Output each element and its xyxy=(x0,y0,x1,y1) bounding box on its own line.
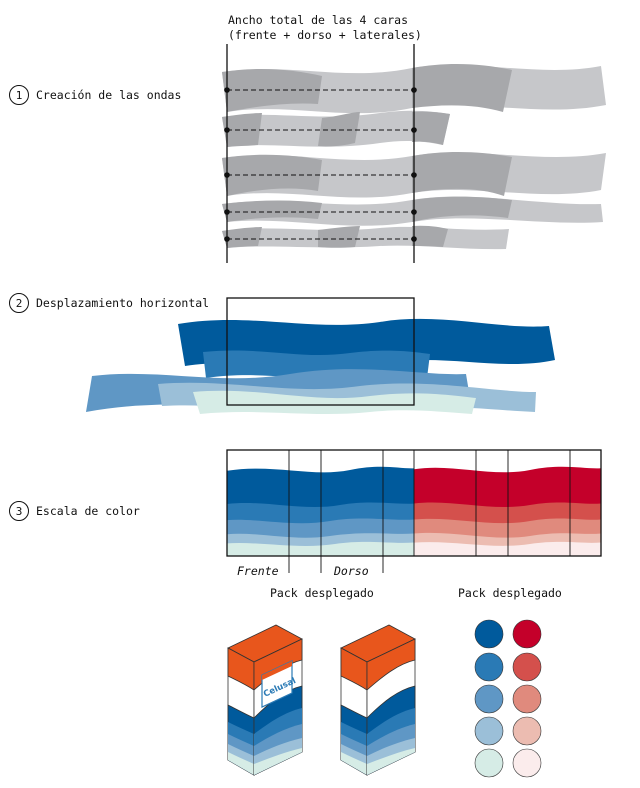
unfolded-pack-caption-right: Pack desplegado xyxy=(458,586,562,600)
swatch-blue-3 xyxy=(474,684,504,714)
wave-strip-overlay xyxy=(318,226,360,248)
wave-strip-overlay xyxy=(412,225,448,247)
unfolded-pack-caption-left: Pack desplegado xyxy=(270,586,374,600)
color-scale-red xyxy=(414,450,601,556)
swatch-red-4 xyxy=(512,716,542,746)
package-box-front: Celusal xyxy=(227,624,303,776)
swatch-red-5 xyxy=(512,748,542,778)
guide-dots xyxy=(224,87,417,242)
face-label-back: Dorso xyxy=(334,564,369,578)
wave-strip-overlay xyxy=(412,63,512,112)
wave-strip xyxy=(222,226,509,250)
step-number-badge: 2 xyxy=(9,293,29,313)
wave-strip-overlay xyxy=(412,196,512,222)
face-dividers xyxy=(288,450,571,573)
face-label-front: Frente xyxy=(237,564,279,578)
step-3: 3 Escala de color xyxy=(9,501,140,521)
package-box-back xyxy=(340,624,416,776)
front-back-frame xyxy=(226,297,415,406)
wave-strip-overlay xyxy=(222,69,322,112)
swatch-red-3 xyxy=(512,684,542,714)
step-label: Escala de color xyxy=(36,504,140,518)
step-2: 2 Desplazamiento horizontal xyxy=(9,293,209,313)
step-label: Desplazamiento horizontal xyxy=(36,296,210,310)
wave-strip-overlay xyxy=(412,111,450,145)
step-number-badge: 3 xyxy=(9,501,29,521)
swatch-blue-1 xyxy=(474,619,504,649)
swatch-blue-2 xyxy=(474,652,504,682)
wave-strip-overlay xyxy=(318,112,360,147)
wave-strip-overlay xyxy=(412,151,512,196)
color-swatches-blue xyxy=(474,619,504,778)
dashed-guides xyxy=(227,89,414,240)
color-scale-blue xyxy=(227,450,414,556)
wave-strips-blue xyxy=(86,318,555,414)
wave-strip-blue-5 xyxy=(193,390,476,414)
wave-strip-overlay xyxy=(222,113,262,147)
color-swatches-red xyxy=(512,619,542,778)
step-label: Creación de las ondas xyxy=(36,88,182,102)
total-width-label-line2: (frente + dorso + laterales) xyxy=(228,28,422,42)
step-1: 1 Creación de las ondas xyxy=(9,85,181,105)
swatch-red-1 xyxy=(512,619,542,649)
total-width-label-line1: Ancho total de las 4 caras xyxy=(228,13,409,27)
step-number-badge: 1 xyxy=(9,85,29,105)
swatch-red-2 xyxy=(512,652,542,682)
wave-strip-overlay xyxy=(222,227,262,248)
wave-strip-overlay xyxy=(222,200,322,222)
swatch-blue-4 xyxy=(474,716,504,746)
swatch-blue-5 xyxy=(474,748,504,778)
